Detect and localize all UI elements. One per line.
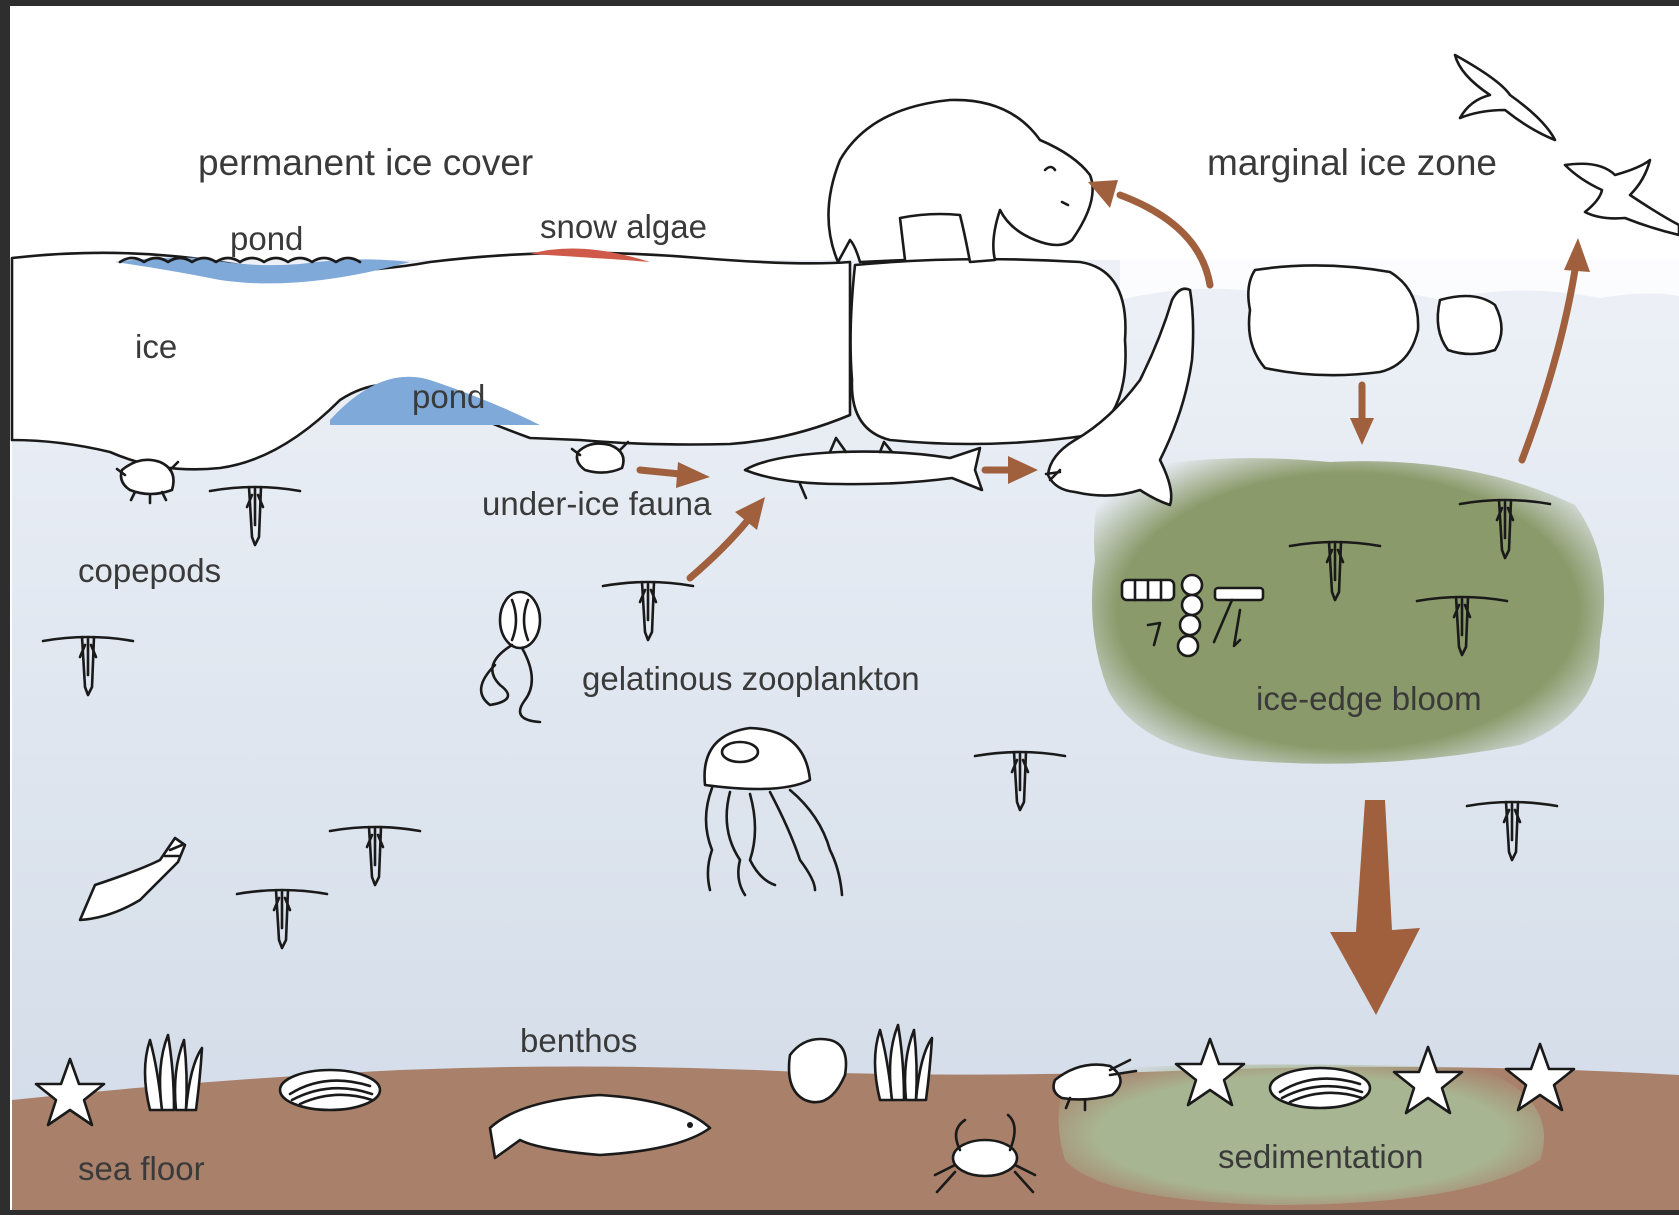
- copepods-label: copepods: [78, 552, 221, 589]
- ice-block: [851, 259, 1126, 444]
- snow-algae-label: snow algae: [540, 208, 707, 245]
- under-ice-fauna-label: under-ice fauna: [482, 485, 712, 522]
- pond-label: pond: [412, 378, 485, 415]
- floe-small: [1438, 296, 1502, 354]
- permanent-ice-cover-label: permanent ice cover: [198, 142, 533, 183]
- marginal-ice-zone-label: marginal ice zone: [1207, 142, 1497, 183]
- sedimentation-label: sedimentation: [1218, 1138, 1423, 1175]
- mussel-icon: [280, 1070, 380, 1110]
- ice-label: ice: [135, 328, 177, 365]
- benthos-label: benthos: [520, 1022, 637, 1059]
- sea-floor-label: sea floor: [78, 1150, 205, 1187]
- pond-label: pond: [230, 220, 303, 257]
- mussel-icon: [1270, 1068, 1370, 1108]
- gelatinous-zooplankton-label: gelatinous zooplankton: [582, 660, 920, 697]
- ice-edge-bloom-label: ice-edge bloom: [1256, 680, 1482, 717]
- floe-large: [1248, 265, 1418, 375]
